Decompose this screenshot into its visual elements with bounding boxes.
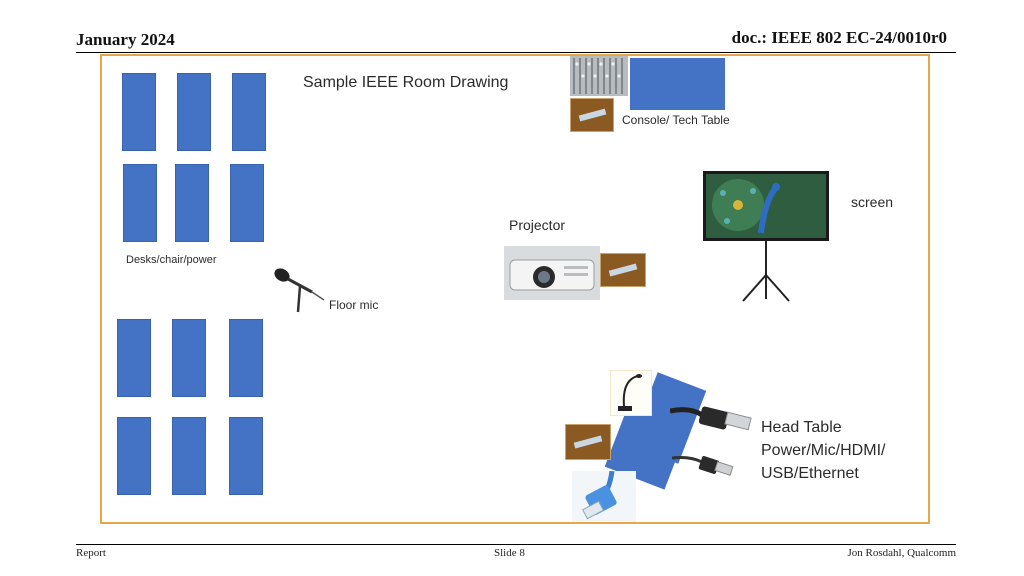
desk [229,417,263,495]
hdmi-cable-icon [672,456,734,476]
desk [122,73,156,151]
head-table-label-line-2: Power/Mic/HDMI/ [761,442,886,459]
diagram-title: Sample IEEE Room Drawing [303,74,509,91]
power-strip-icon [600,253,646,287]
slide-date: January 2024 [76,30,175,49]
ethernet-cable-icon [572,471,636,522]
desks-label: Desks/chair/power [126,254,217,266]
usb-cable-icon [670,406,752,431]
console-table [630,58,725,110]
floor-mic-label: Floor mic [329,298,379,312]
head-table-label: Head Table Power/Mic/HDMI/ USB/Ethernet [761,416,885,485]
desk [175,164,209,242]
desk [232,73,266,151]
room-diagram: Sample IEEE Room Drawing Desks/chair/pow… [100,54,930,524]
power-strip-icon [565,424,611,460]
gooseneck-mic-icon [610,370,652,416]
footer-report: Report [76,547,106,559]
slide-number: Slide 8 [494,547,525,559]
head-table-label-line-1: Head Table [761,419,842,436]
microphone-icon [274,268,325,313]
screen-label: screen [851,194,894,210]
head-table-label-line-3: USB/Ethernet [761,465,859,482]
desk [172,417,206,495]
desk [172,319,206,397]
header-rule [76,52,956,53]
desk [117,417,151,495]
screen-icon [703,171,829,302]
desk [123,164,157,242]
desk [177,73,211,151]
desk [230,164,264,242]
projector-label: Projector [509,217,566,233]
projector-icon [504,246,600,300]
footer-author: Jon Rosdahl, Qualcomm [847,547,956,559]
power-strip-icon [570,98,614,132]
document-id: doc.: IEEE 802 EC-24/0010r0 [731,28,947,47]
desk [229,319,263,397]
desk [117,319,151,397]
console-label: Console/ Tech Table [622,113,730,127]
mixing-console-icon [570,56,628,96]
footer-rule [76,544,956,545]
